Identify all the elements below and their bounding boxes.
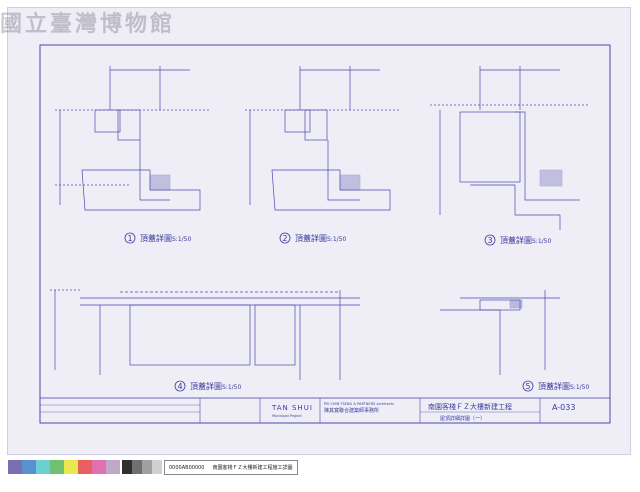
gray-swatch <box>142 460 152 474</box>
firm-name-zh: 陳其寬聯合建築師事務所 <box>324 407 379 414</box>
svg-text:頂蓋詳圖: 頂蓋詳圖 <box>295 233 327 243</box>
project-title: 南園客棧ＦＺ大樓新建工程 <box>428 402 512 411</box>
color-swatch <box>78 460 92 474</box>
catalog-id: 0000AB00000 <box>169 464 205 471</box>
svg-text:S:1/50: S:1/50 <box>532 238 551 245</box>
detail-5-label: 5 頂蓋詳圖 S:1/50 <box>522 380 589 392</box>
svg-text:4: 4 <box>177 382 182 391</box>
detail-1-drawing <box>55 66 210 211</box>
detail-2-label: 2 頂蓋詳圖 S:1/50 <box>279 232 346 244</box>
color-swatch <box>92 460 106 474</box>
svg-text:2: 2 <box>282 234 287 243</box>
catalog-description: 南園客棧ＦＺ大樓新建工程施工詳圖 <box>212 465 293 471</box>
svg-text:頂蓋詳圖: 頂蓋詳圖 <box>500 235 532 245</box>
svg-text:S:1/50: S:1/50 <box>327 236 346 243</box>
color-swatch <box>50 460 64 474</box>
color-swatch <box>64 460 78 474</box>
client-logo-text: TAN SHUI <box>271 404 313 412</box>
svg-text:頂蓋詳圖: 頂蓋詳圖 <box>140 233 172 243</box>
svg-text:1: 1 <box>127 234 132 243</box>
svg-text:S:1/50: S:1/50 <box>222 384 241 391</box>
color-swatch <box>36 460 50 474</box>
color-calibration-strip <box>8 460 120 474</box>
detail-3-label: 3 頂蓋詳圖 S:1/50 <box>484 234 551 246</box>
svg-text:3: 3 <box>487 236 492 245</box>
detail-4-label: 4 頂蓋詳圖 S:1/50 <box>174 380 241 392</box>
color-swatch <box>22 460 36 474</box>
detail-2-drawing <box>245 66 400 211</box>
svg-text:5: 5 <box>525 382 530 391</box>
detail-1-label: 1 頂蓋詳圖 S:1/50 <box>124 232 191 244</box>
firm-name-en: PEI CHIN TSENG & PARTNERS Architects <box>324 402 394 406</box>
gray-swatch <box>152 460 162 474</box>
svg-text:S:1/50: S:1/50 <box>570 384 589 391</box>
drawing-sheet <box>8 8 630 454</box>
detail-5-drawing <box>440 290 560 375</box>
catalog-label: 0000AB00000 南園客棧ＦＺ大樓新建工程施工詳圖 <box>164 460 298 475</box>
drawing-title: 屋頂詳細詳圖（一） <box>440 415 485 422</box>
svg-text:S:1/50: S:1/50 <box>172 236 191 243</box>
detail-4-drawing <box>50 289 360 380</box>
color-swatch <box>106 460 120 474</box>
sheet-number: A-033 <box>552 403 575 412</box>
gray-swatch <box>132 460 142 474</box>
gray-calibration-strip <box>122 460 162 474</box>
gray-swatch <box>122 460 132 474</box>
color-swatch <box>8 460 22 474</box>
title-block: TAN SHUI Municipal Project PEI CHIN TSEN… <box>39 397 611 424</box>
detail-3-drawing <box>430 66 590 230</box>
svg-text:頂蓋詳圖: 頂蓋詳圖 <box>538 381 570 391</box>
svg-text:頂蓋詳圖: 頂蓋詳圖 <box>190 381 222 391</box>
museum-watermark: 國立臺灣博物館 <box>0 11 176 37</box>
client-logo-sub: Municipal Project <box>272 414 302 418</box>
